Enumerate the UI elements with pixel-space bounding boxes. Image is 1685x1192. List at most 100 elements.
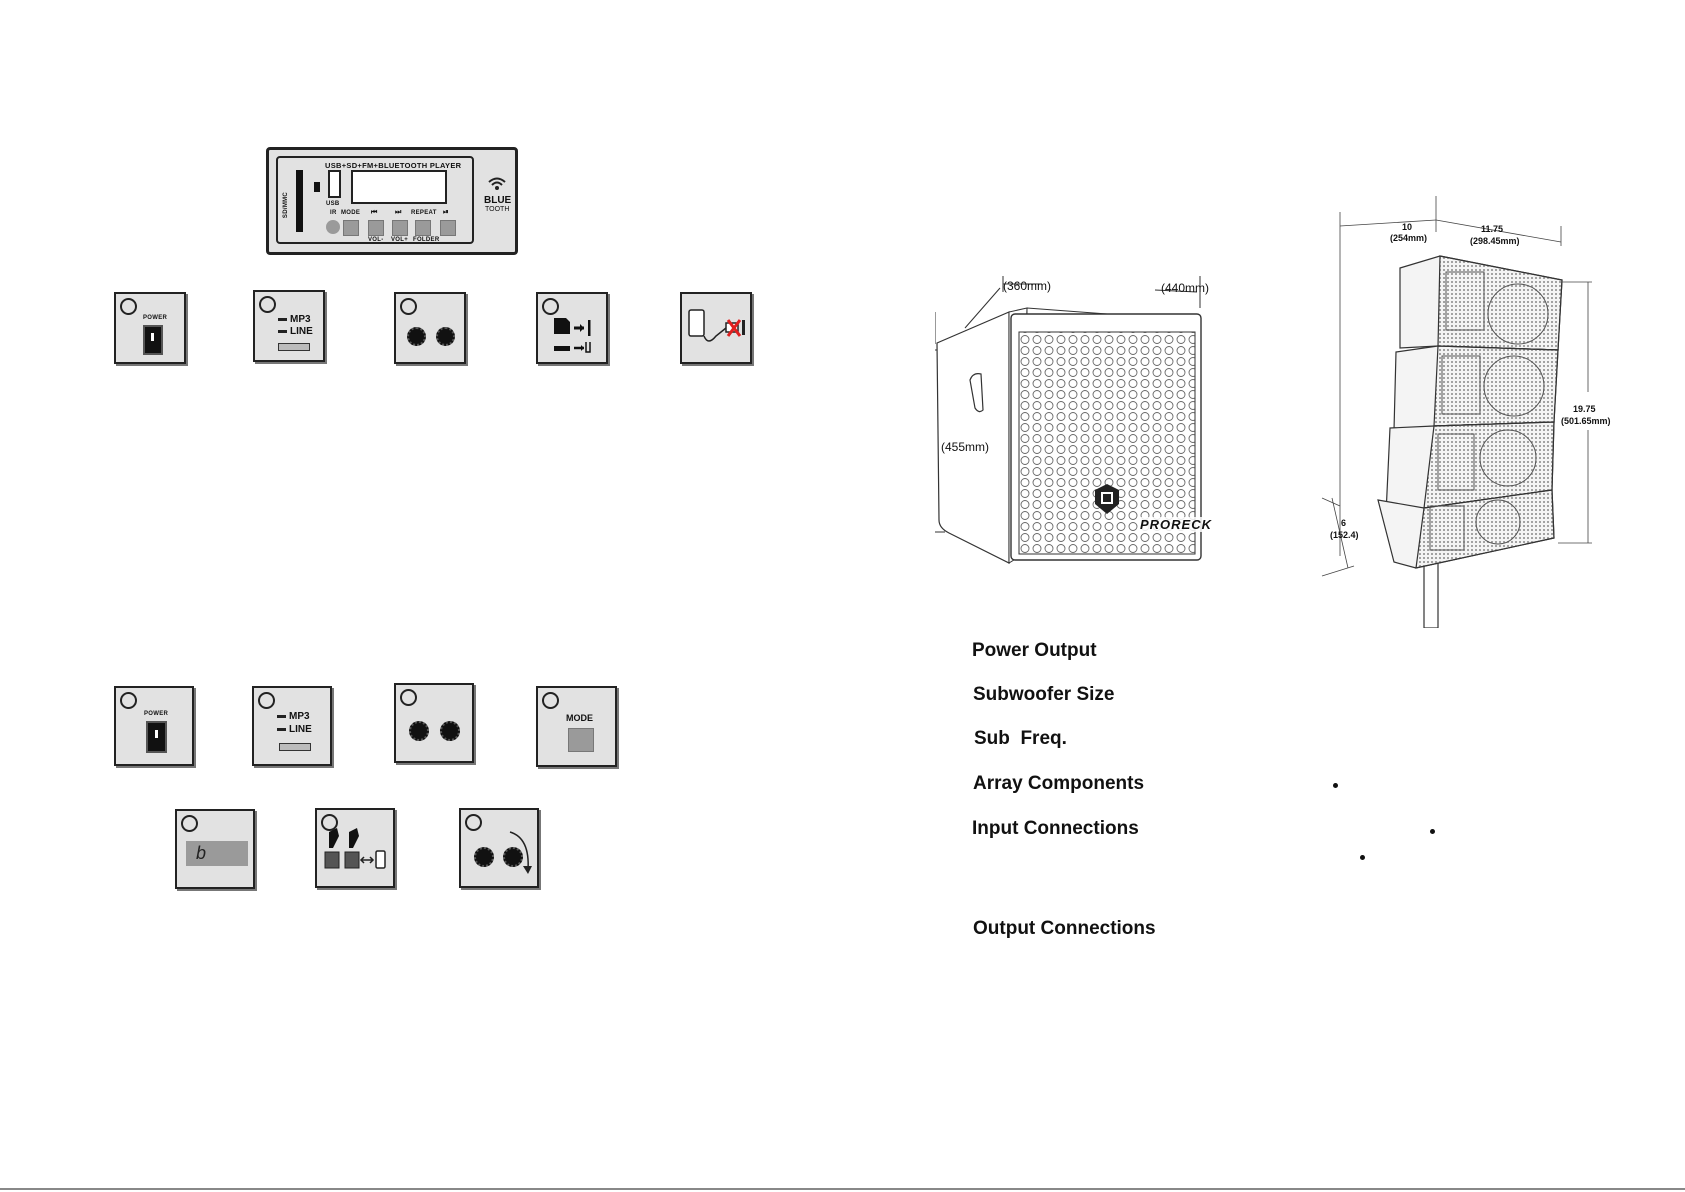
player-panel: USB+SD+FM+BLUETOOTH PLAYER SD/MMC USB IR… <box>266 147 518 255</box>
sd-card-icon <box>554 318 591 353</box>
subwoofer-diagram <box>935 276 1202 564</box>
mp3-line-switch-icon-2 <box>278 330 287 333</box>
array-dim-2-in: 11.75 <box>1481 224 1504 234</box>
display-char: b <box>196 843 207 863</box>
callout-circle <box>120 298 137 315</box>
mp3-line-tile-2: MP3 LINE <box>252 686 332 766</box>
sd-label: SD/MMC <box>283 191 290 219</box>
mic-phone-tile <box>315 808 395 888</box>
line-array-diagram <box>1321 196 1592 628</box>
knob-1[interactable] <box>409 721 429 741</box>
vol-plus-label: VOL+ <box>391 237 409 243</box>
callout-circle <box>465 814 482 831</box>
spec-label-output-connections: Output Connections <box>973 918 1156 939</box>
mp3-line-switch-icon <box>278 318 287 321</box>
play-pause-button[interactable] <box>440 220 456 236</box>
repeat-button[interactable] <box>415 220 431 236</box>
mode-label: MODE <box>566 713 593 723</box>
phone-no-cable-tile <box>680 292 752 364</box>
callout-circle <box>258 692 275 709</box>
subwoofer-width-dimension: (440mm) <box>1161 281 1210 295</box>
array-dim-1-mm: (254mm) <box>1390 233 1428 243</box>
power-label: POWER <box>144 711 169 717</box>
mp3-line-switch-icon-2 <box>277 728 286 731</box>
mic-bluetooth-pair-icon <box>324 828 386 869</box>
mp3-line-tile-1: MP3 LINE <box>253 290 325 362</box>
callout-circle <box>400 298 417 315</box>
knob-2[interactable] <box>440 721 460 741</box>
play-pause-label: ⏯ <box>443 209 449 216</box>
sd-usb-tile <box>536 292 608 364</box>
display-tile: b <box>175 809 255 889</box>
power-label: POWER <box>143 315 168 321</box>
spec-label-subwoofer-size: Subwoofer Size <box>973 684 1115 705</box>
callout-circle <box>400 689 417 706</box>
bullet-1 <box>1333 783 1338 788</box>
power-tile-1: POWER <box>114 292 186 364</box>
mode-button[interactable] <box>568 728 594 752</box>
player-title: USB+SD+FM+BLUETOOTH PLAYER <box>325 161 462 170</box>
rotate-arrow-icon <box>509 831 532 874</box>
power-switch[interactable] <box>143 325 163 355</box>
callout-circle <box>542 692 559 709</box>
bottom-rule <box>0 1188 1685 1190</box>
spec-label-power-output: Power Output <box>972 640 1097 661</box>
array-dim-3-in: 19.75 <box>1573 404 1596 414</box>
usb-port[interactable] <box>328 170 341 198</box>
ir-label: IR <box>330 210 337 216</box>
subwoofer-height-dimension: (455mm) <box>941 440 990 454</box>
array-dim-4-in: 6 <box>1341 518 1347 528</box>
ir-receiver <box>326 220 340 234</box>
knob-2[interactable] <box>436 327 455 346</box>
next-label: ⏭ <box>395 209 402 216</box>
knobs-tile-2 <box>394 683 474 763</box>
bluetooth-wifi-icon <box>488 177 506 190</box>
subwoofer-depth-dimension: (360mm) <box>1003 279 1052 293</box>
callout-circle <box>259 296 276 313</box>
mp3-label: MP3 <box>290 314 311 325</box>
bullet-3 <box>1360 855 1365 860</box>
bt-label-2: TOOTH <box>485 206 510 213</box>
usb-icon <box>314 182 320 192</box>
knob-1[interactable] <box>474 847 494 867</box>
phone-cable-crossed-icon <box>688 309 745 342</box>
bt-label-1: BLUE <box>484 195 512 206</box>
player-inner-frame <box>276 156 474 244</box>
knobs-rotate-tile <box>459 808 539 888</box>
repeat-label: REPEAT <box>411 210 437 216</box>
next-button[interactable] <box>392 220 408 236</box>
callout-circle <box>321 814 338 831</box>
array-dim-1-in: 10 <box>1402 222 1413 232</box>
vol-minus-label: VOL- <box>368 237 384 243</box>
spec-label-sub-freq: Sub Freq. <box>974 728 1067 749</box>
callout-circle <box>181 815 198 832</box>
led-display: b <box>186 841 248 866</box>
mode-button[interactable] <box>343 220 359 236</box>
player-display <box>351 170 447 204</box>
mp3-line-selector[interactable] <box>278 343 310 351</box>
mode-tile: MODE <box>536 686 617 767</box>
callout-circle <box>120 692 137 709</box>
bullet-2 <box>1430 829 1435 834</box>
callout-circle <box>542 298 559 315</box>
mp3-line-selector[interactable] <box>279 743 311 751</box>
line-label: LINE <box>289 724 312 735</box>
power-tile-2: POWER <box>114 686 194 766</box>
array-dim-4-mm: (152.4) <box>1330 530 1359 540</box>
prev-button[interactable] <box>368 220 384 236</box>
brand-logo: PRORECK <box>1138 517 1215 532</box>
mp3-line-switch-icon <box>277 715 286 718</box>
spec-label-input-connections: Input Connections <box>972 818 1139 839</box>
knob-2[interactable] <box>503 847 523 867</box>
mp3-label: MP3 <box>289 711 310 722</box>
line-label: LINE <box>290 326 313 337</box>
spec-label-array-components: Array Components <box>973 773 1145 794</box>
mode-label: MODE <box>341 210 361 216</box>
usb-label: USB <box>326 201 340 207</box>
knob-1[interactable] <box>407 327 426 346</box>
folder-label: FOLDER <box>413 237 440 243</box>
power-switch[interactable] <box>146 721 167 753</box>
prev-label: ⏮ <box>371 209 378 216</box>
sd-card-slot[interactable] <box>296 170 303 232</box>
knobs-tile-1 <box>394 292 466 364</box>
